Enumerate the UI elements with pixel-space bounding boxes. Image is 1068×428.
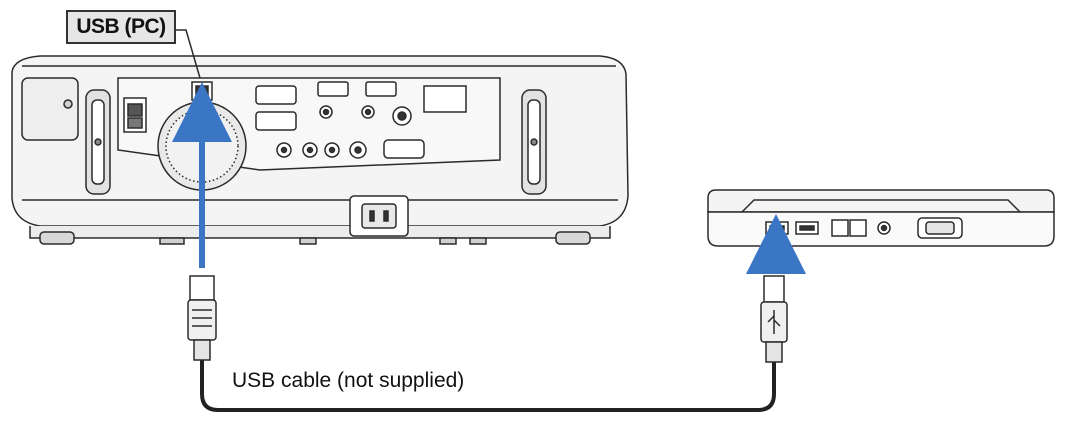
usb-cable-label: USB cable (not supplied) xyxy=(232,369,465,392)
usb-type-b-connector-icon xyxy=(187,275,217,361)
usb-cable xyxy=(200,358,776,412)
laptop-icon xyxy=(707,189,1055,247)
projector-icon xyxy=(11,55,629,245)
usb-pc-callout: USB (PC) xyxy=(66,10,176,44)
usb-type-a-connector-icon xyxy=(760,275,788,363)
